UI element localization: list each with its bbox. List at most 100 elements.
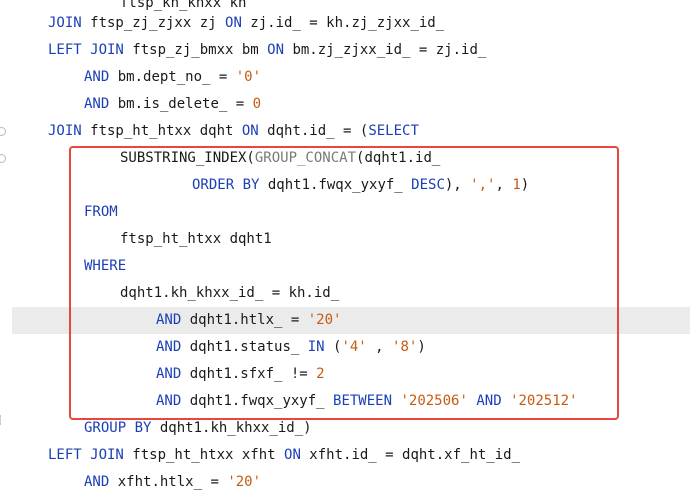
code-line[interactable]: GROUP BY dqht1.kh_khxx_id_) <box>0 415 690 442</box>
sql-keyword: WHERE <box>84 258 127 274</box>
code-text: dqht1.kh_khxx_id_) <box>151 420 312 436</box>
sql-keyword: AND <box>84 474 110 490</box>
sql-keyword: AND <box>84 69 110 85</box>
code-text: ), <box>444 177 471 193</box>
code-text: ftsp_zj_zjxx zj <box>81 15 226 31</box>
gutter-marker <box>0 415 3 425</box>
sql-keyword: ON <box>267 42 285 58</box>
string-literal: '202512' <box>510 393 578 409</box>
code-text: ftsp_kh_khxx kh <box>120 0 247 11</box>
code-line[interactable]: AND dqht1.sfxf_ != 2 <box>0 361 690 388</box>
sql-keyword: LEFT JOIN <box>48 447 124 463</box>
string-literal: ',' <box>470 177 496 193</box>
code-line[interactable]: AND dqht1.fwqx_yxyf_ BETWEEN '202506' AN… <box>0 388 690 415</box>
code-text: dqht1.htlx_ = <box>181 312 308 328</box>
code-line-content: FROM <box>84 199 118 226</box>
code-line-content: AND dqht1.htlx_ = '20' <box>156 307 341 334</box>
string-literal: '8' <box>392 339 418 355</box>
string-literal: '0' <box>235 69 262 85</box>
code-line-content: ORDER BY dqht1.fwqx_yxyf_ DESC), ',', 1) <box>192 172 529 199</box>
code-line-content: JOIN ftsp_ht_htxx dqht ON dqht.id_ = (SE… <box>48 118 419 145</box>
sql-keyword: ORDER BY <box>192 177 260 193</box>
code-line[interactable]: LEFT JOIN ftsp_zj_bmxx bm ON bm.zj_zjxx_… <box>0 37 690 64</box>
sql-keyword: AND <box>476 393 502 409</box>
code-line[interactable]: AND bm.is_delete_ = 0 <box>0 91 690 118</box>
code-line[interactable]: JOIN ftsp_zj_zjxx zj ON zj.id_ = kh.zj_z… <box>0 10 690 37</box>
highlight-annotation-box <box>69 146 619 420</box>
sql-keyword: DESC <box>411 177 445 193</box>
code-text: ftsp_ht_htxx dqht <box>81 123 242 139</box>
code-text: (dqht1.id_ <box>356 150 441 166</box>
sql-keyword: AND <box>156 312 182 328</box>
code-line-content: SUBSTRING_INDEX(GROUP_CONCAT(dqht1.id_ <box>120 145 440 172</box>
code-line[interactable]: JOIN ftsp_ht_htxx dqht ON dqht.id_ = (SE… <box>0 118 690 145</box>
string-literal: '20' <box>227 474 262 490</box>
sql-keyword: FROM <box>84 204 118 220</box>
code-text: zj.id_ = kh.zj_zjxx_id_ <box>241 15 445 31</box>
code-text: dqht1.status_ <box>181 339 308 355</box>
code-line-content: AND bm.is_delete_ = 0 <box>84 91 261 118</box>
code-text: SUBSTRING_INDEX( <box>120 150 255 166</box>
code-line[interactable]: SUBSTRING_INDEX(GROUP_CONCAT(dqht1.id_ <box>0 145 690 172</box>
sql-keyword: AND <box>156 393 182 409</box>
code-text: dqht1.sfxf_ != <box>181 366 317 382</box>
code-text: ftsp_ht_htxx dqht1 <box>120 231 272 247</box>
code-text: ) <box>417 339 426 355</box>
sql-keyword: BETWEEN <box>333 393 393 409</box>
sql-keyword: ON <box>241 123 259 139</box>
code-line-content: GROUP BY dqht1.kh_khxx_id_) <box>84 415 312 442</box>
code-line-content: AND dqht1.status_ IN ('4' , '8') <box>156 334 426 361</box>
code-line-content: AND bm.dept_no_ = '0' <box>84 64 261 91</box>
code-line-content: AND dqht1.fwqx_yxyf_ BETWEEN '202506' AN… <box>156 388 578 415</box>
code-text: ftsp_ht_htxx xfht <box>123 447 285 463</box>
code-line[interactable]: LEFT JOIN ftsp_ht_htxx xfht ON xfht.id_ … <box>0 442 690 469</box>
code-text: ( <box>324 339 342 355</box>
code-line-content: WHERE <box>84 253 126 280</box>
code-line[interactable]: ftsp_ht_htxx dqht1 <box>0 226 690 253</box>
code-text: ) <box>520 177 530 193</box>
code-text: dqht1.fwqx_yxyf_ <box>259 177 412 193</box>
code-text: bm.dept_no_ = <box>109 69 236 85</box>
sql-keyword: JOIN <box>48 123 82 139</box>
code-line[interactable]: ftsp_kh_khxx kh <box>0 0 690 17</box>
number-literal: 2 <box>316 366 325 382</box>
sql-keyword: AND <box>156 366 182 382</box>
code-text: , <box>366 339 393 355</box>
code-text: , <box>495 177 513 193</box>
code-line[interactable]: AND dqht1.status_ IN ('4' , '8') <box>0 334 690 361</box>
string-literal: '4' <box>341 339 367 355</box>
code-line[interactable]: AND xfht.htlx_ = '20' <box>0 469 690 496</box>
code-line[interactable]: WHERE <box>0 253 690 280</box>
code-line-content: JOIN ftsp_zj_zjxx zj ON zj.id_ = kh.zj_z… <box>48 10 444 37</box>
code-text: dqht1.fwqx_yxyf_ <box>181 393 334 409</box>
editor-gutter <box>0 0 10 498</box>
code-line-content: LEFT JOIN ftsp_zj_bmxx bm ON bm.zj_zjxx_… <box>48 37 486 64</box>
function-name: GROUP_CONCAT <box>254 150 357 166</box>
string-literal: '20' <box>307 312 342 328</box>
sql-keyword: IN <box>307 339 325 355</box>
sql-keyword: AND <box>156 339 182 355</box>
code-line[interactable]: FROM <box>0 199 690 226</box>
code-line-content: dqht1.kh_khxx_id_ = kh.id_ <box>120 280 339 307</box>
code-text: ftsp_zj_bmxx bm <box>123 42 268 58</box>
code-line[interactable]: dqht1.kh_khxx_id_ = kh.id_ <box>0 280 690 307</box>
sql-keyword: ON <box>225 15 242 31</box>
sql-keyword: AND <box>84 96 110 112</box>
fold-marker-icon[interactable] <box>0 127 6 136</box>
code-line[interactable]: AND bm.dept_no_ = '0' <box>0 64 690 91</box>
code-text: xfht.htlx_ = <box>109 474 228 490</box>
code-line-content: ftsp_ht_htxx dqht1 <box>120 226 272 253</box>
code-text: bm.zj_zjxx_id_ = zj.id_ <box>284 42 487 58</box>
code-line-content: ftsp_kh_khxx kh <box>120 0 246 17</box>
code-line[interactable]: ORDER BY dqht1.fwqx_yxyf_ DESC), ',', 1) <box>0 172 690 199</box>
fold-marker-icon[interactable] <box>0 154 6 163</box>
sql-keyword: LEFT JOIN <box>48 42 124 58</box>
number-literal: 1 <box>512 177 521 193</box>
code-line-content: AND dqht1.sfxf_ != 2 <box>156 361 325 388</box>
sql-keyword: GROUP BY <box>84 420 152 436</box>
code-line-content: AND xfht.htlx_ = '20' <box>84 469 261 496</box>
code-line-content: LEFT JOIN ftsp_ht_htxx xfht ON xfht.id_ … <box>48 442 520 469</box>
string-literal: '202506' <box>400 393 468 409</box>
code-line[interactable]: AND dqht1.htlx_ = '20' <box>12 307 690 334</box>
